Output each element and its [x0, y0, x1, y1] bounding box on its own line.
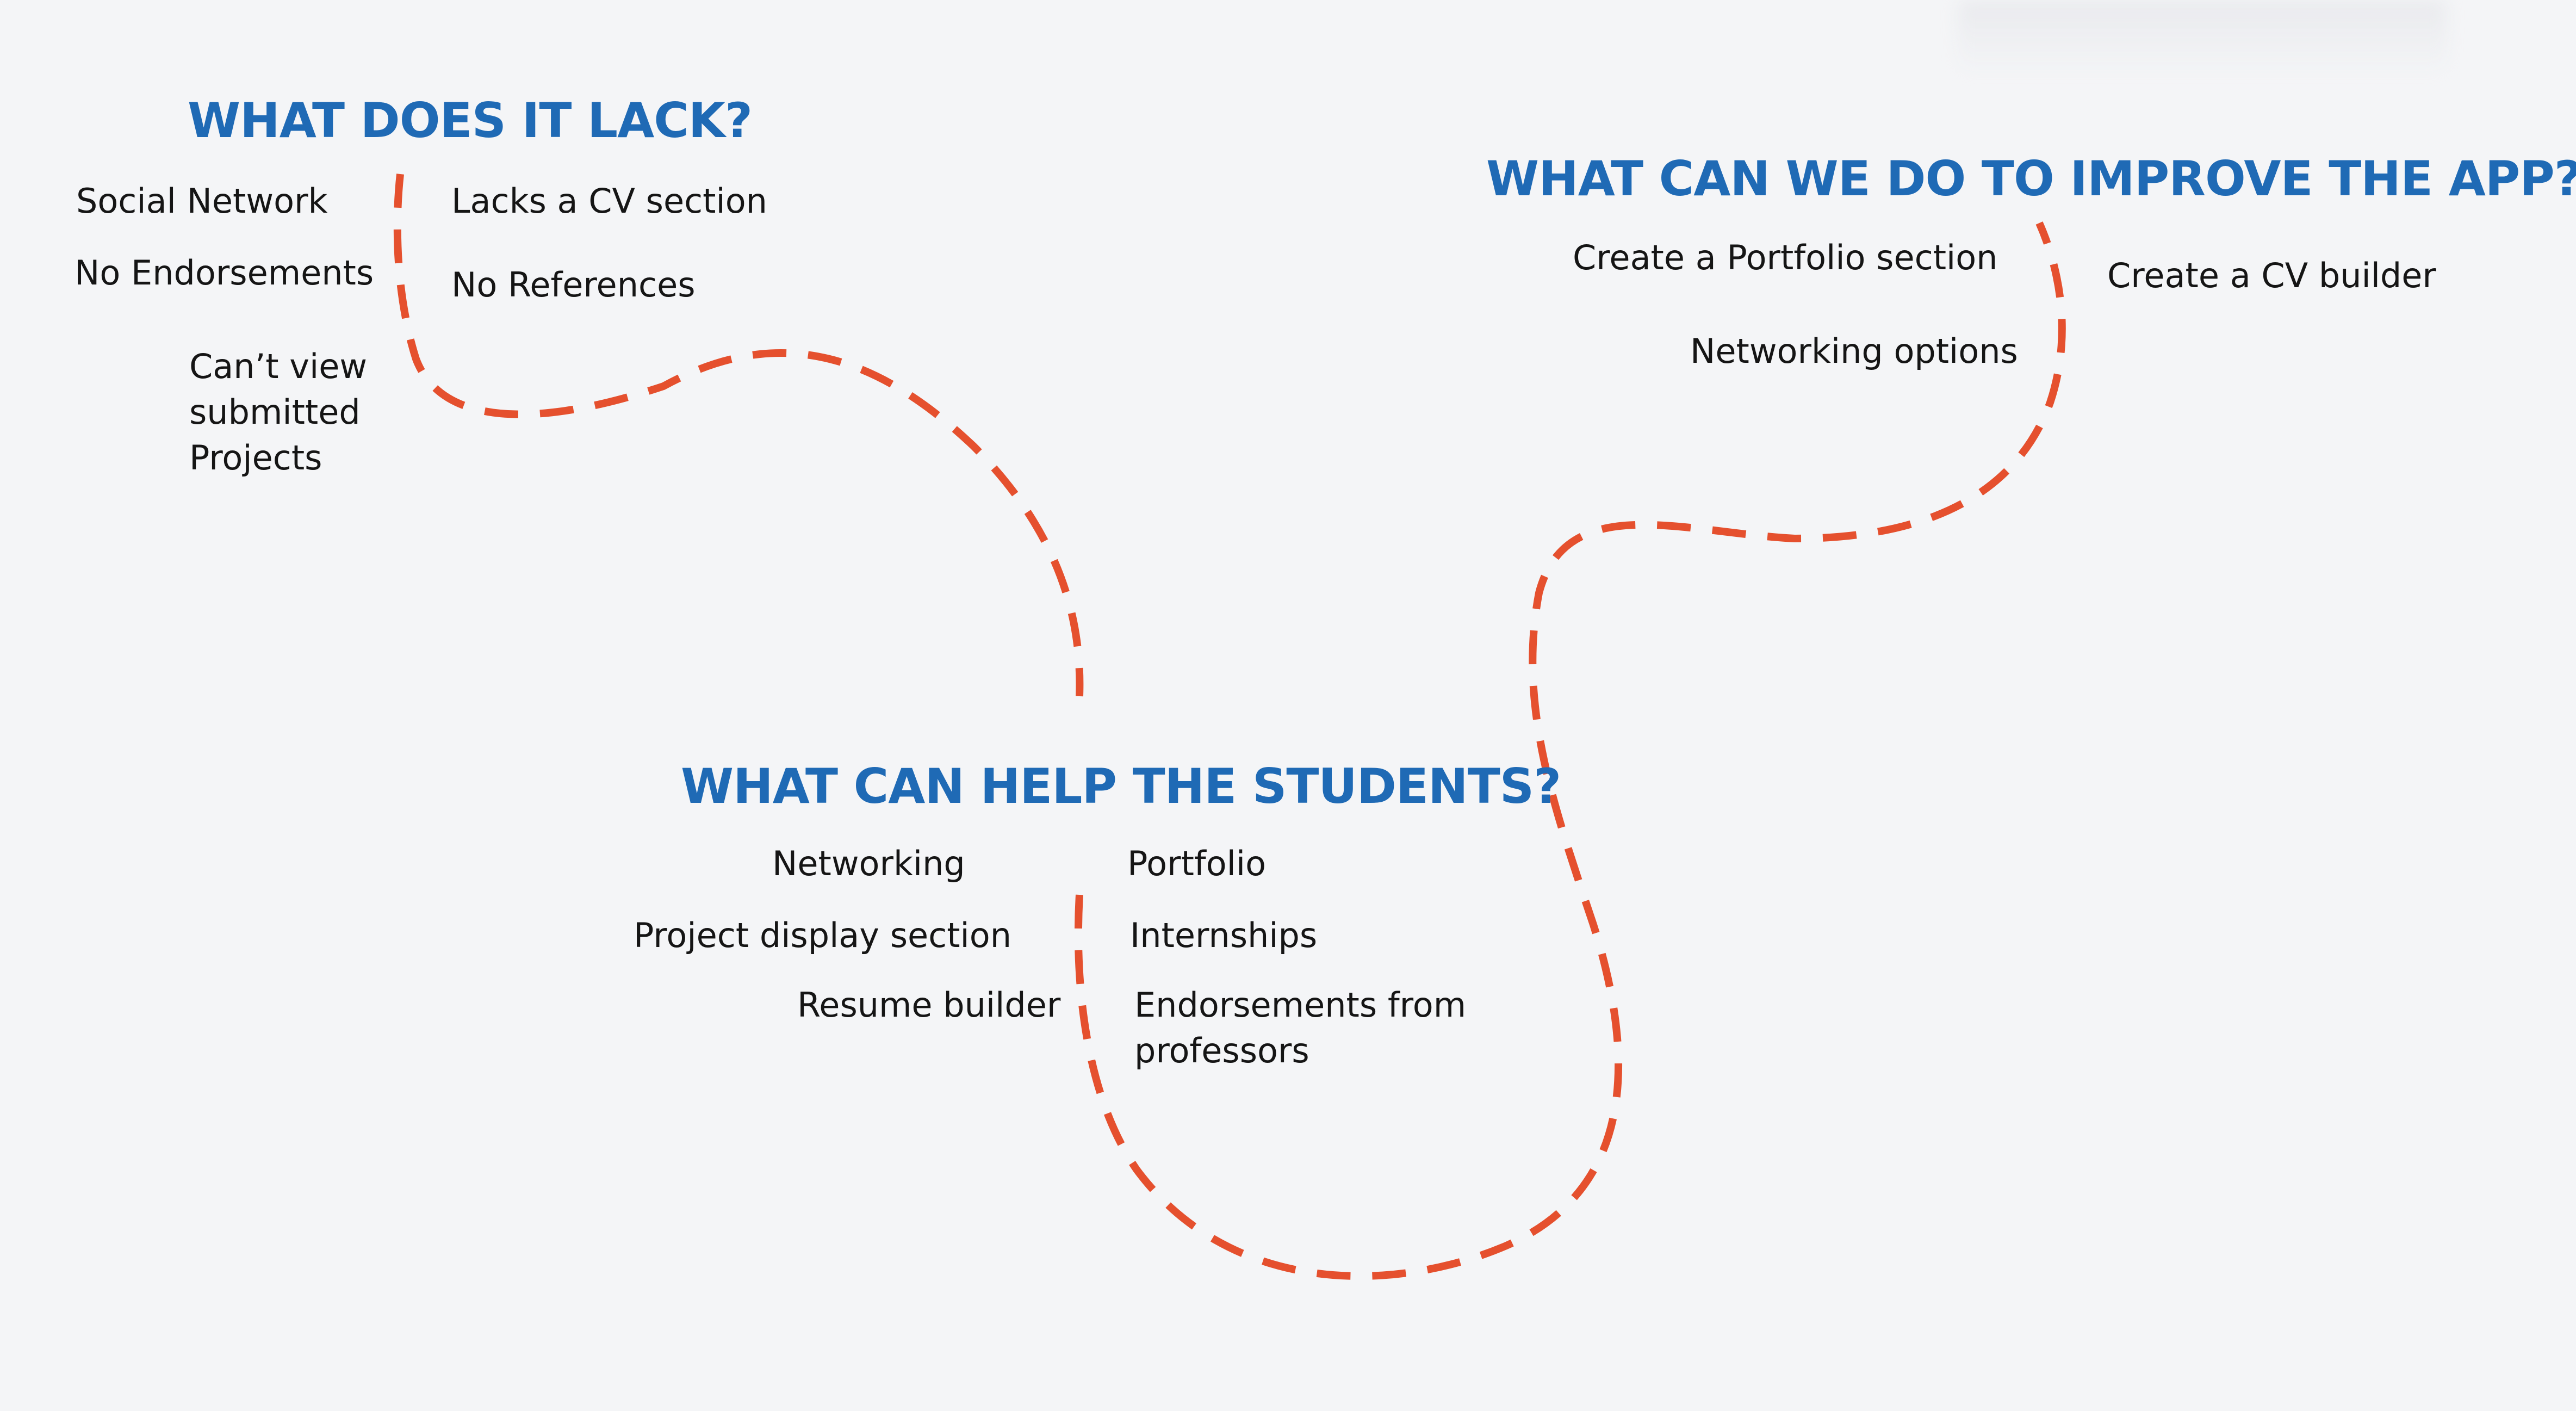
lack-item-social-network: Social Network [76, 181, 328, 221]
lack-item-no-endorsements: No Endorsements [75, 253, 374, 293]
heading-what-does-it-lack: WHAT DOES IT LACK? [188, 92, 753, 148]
improve-item-networking-options: Networking options [1690, 331, 2018, 371]
improve-item-portfolio-section: Create a Portfolio section [1573, 238, 1998, 277]
help-item-resume-builder: Resume builder [797, 985, 1061, 1025]
lack-item-cant-view-projects: Can’t view submitted Projects [189, 346, 368, 478]
dashed-curve [1074, 221, 2066, 1280]
lack-item-no-references: No References [451, 265, 696, 305]
dashed-curve [393, 174, 1084, 697]
help-item-internships: Internships [1130, 915, 1318, 955]
help-item-portfolio: Portfolio [1127, 844, 1267, 883]
decorative-shadow [1958, 0, 2447, 71]
heading-what-can-help-students: WHAT CAN HELP THE STUDENTS? [681, 758, 1561, 814]
lack-item-lacks-cv-section: Lacks a CV section [451, 181, 767, 221]
help-item-endorsements-professors: Endorsements from professors [1134, 985, 1467, 1070]
help-item-networking: Networking [772, 844, 965, 883]
improve-item-cv-builder: Create a CV builder [2107, 256, 2436, 295]
heading-what-can-we-do-to-improve: WHAT CAN WE DO TO IMPROVE THE APP? [1486, 151, 2576, 207]
help-item-project-display: Project display section [634, 915, 1011, 955]
